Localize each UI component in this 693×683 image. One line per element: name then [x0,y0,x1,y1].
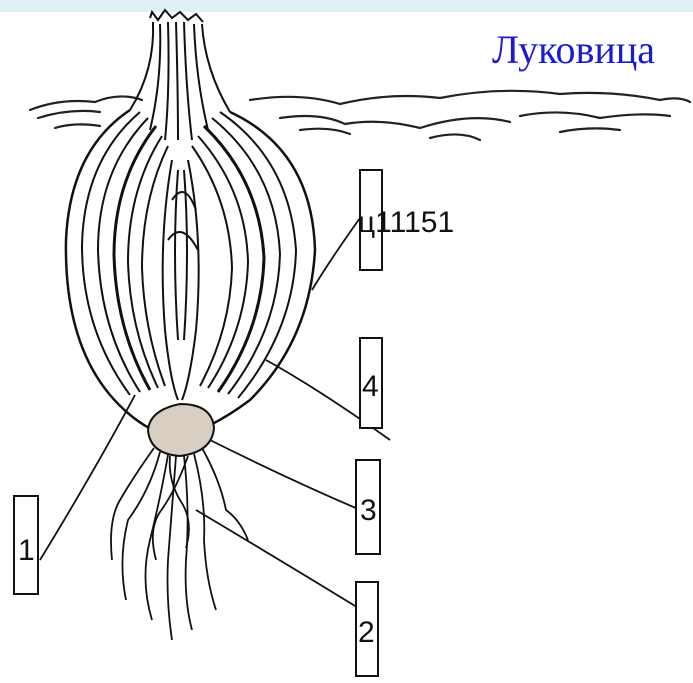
leader-3 [210,440,365,512]
label-2: 2 [358,616,375,649]
onion-bulb [66,110,315,438]
basal-plate [148,404,214,456]
leader-stem [312,218,360,290]
roots [111,448,248,640]
label-4: 4 [362,370,379,403]
label-1: 1 [18,534,35,567]
label-stem: ц11151 [358,206,454,239]
soil-line [30,91,690,140]
leader-2 [196,510,365,612]
leader-1 [40,395,135,560]
label-3: 3 [360,494,377,527]
leader-lines [40,218,390,612]
